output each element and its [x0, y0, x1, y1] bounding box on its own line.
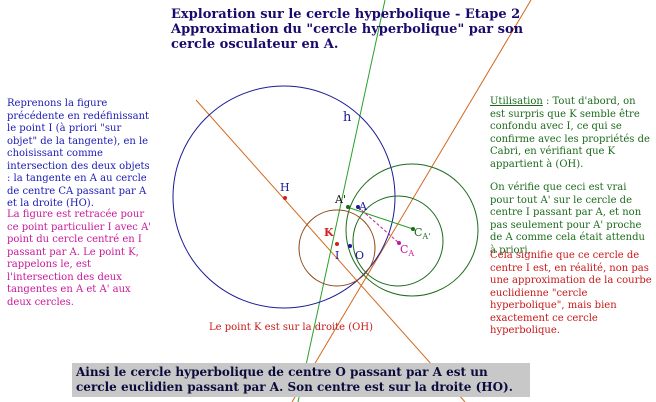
- title-line-2: Approximation du "cercle hyperbolique" p…: [171, 22, 524, 37]
- conclusion-line-1: Ainsi le cercle hyperbolique de centre O…: [76, 365, 488, 379]
- orange-tangent-line: [291, 0, 532, 402]
- utilisation-paragraph: Utilisation : Tout d'abord, on est surpr…: [490, 96, 650, 171]
- point-C-A: [397, 241, 401, 245]
- right-conclusion-paragraph: Cela signifie que ce cercle de centre I …: [490, 250, 652, 336]
- label-A: A: [358, 200, 368, 213]
- title-line-3: cercle osculateur en A.: [171, 37, 339, 52]
- label-H: H: [280, 181, 290, 194]
- point-A: [356, 205, 360, 209]
- verification-paragraph: On vérifie que ceci est vrai pour tout A…: [490, 182, 645, 256]
- circle-centered-I: [298, 209, 376, 287]
- point-H: [283, 196, 287, 200]
- point-A-prime: [346, 205, 350, 209]
- utilisation-label: Utilisation: [490, 96, 543, 107]
- conclusion-line-2: cercle euclidien passant par A. Son cent…: [76, 380, 513, 394]
- circle-green-large: [345, 163, 479, 297]
- label-C-A-prime: CA': [414, 226, 430, 241]
- point-C-A-prime: [411, 227, 415, 231]
- label-I: I: [335, 249, 339, 262]
- page-title: Exploration sur le cercle hyperbolique -…: [171, 7, 531, 52]
- circle-green-small: [352, 195, 444, 287]
- left-magenta-paragraph: La figure est retracée pour ce point par…: [7, 209, 152, 308]
- right-text-block: Utilisation : Tout d'abord, on est surpr…: [490, 96, 650, 257]
- label-O: O: [355, 249, 364, 262]
- label-C-A: CA: [400, 243, 414, 258]
- label-A-prime: A': [334, 193, 346, 206]
- segment-A-CA: [357, 206, 400, 244]
- conclusion-box: Ainsi le cercle hyperbolique de centre O…: [72, 363, 530, 397]
- circle-h: [172, 85, 396, 309]
- label-h: h: [343, 110, 352, 125]
- green-line: [297, 0, 386, 402]
- point-O: [348, 244, 352, 248]
- left-blue-paragraph: Reprenons la figure précédente en redéfi…: [7, 98, 150, 209]
- title-line-1: Exploration sur le cercle hyperbolique -…: [171, 7, 521, 22]
- utilisation-text: : Tout d'abord, on est surpris que K sem…: [490, 96, 650, 170]
- label-K: K: [324, 226, 334, 239]
- segment-A-CAprime: [349, 207, 414, 230]
- point-K: [335, 242, 339, 246]
- caption-point-k: Le point K est sur la droite (OH): [209, 322, 373, 333]
